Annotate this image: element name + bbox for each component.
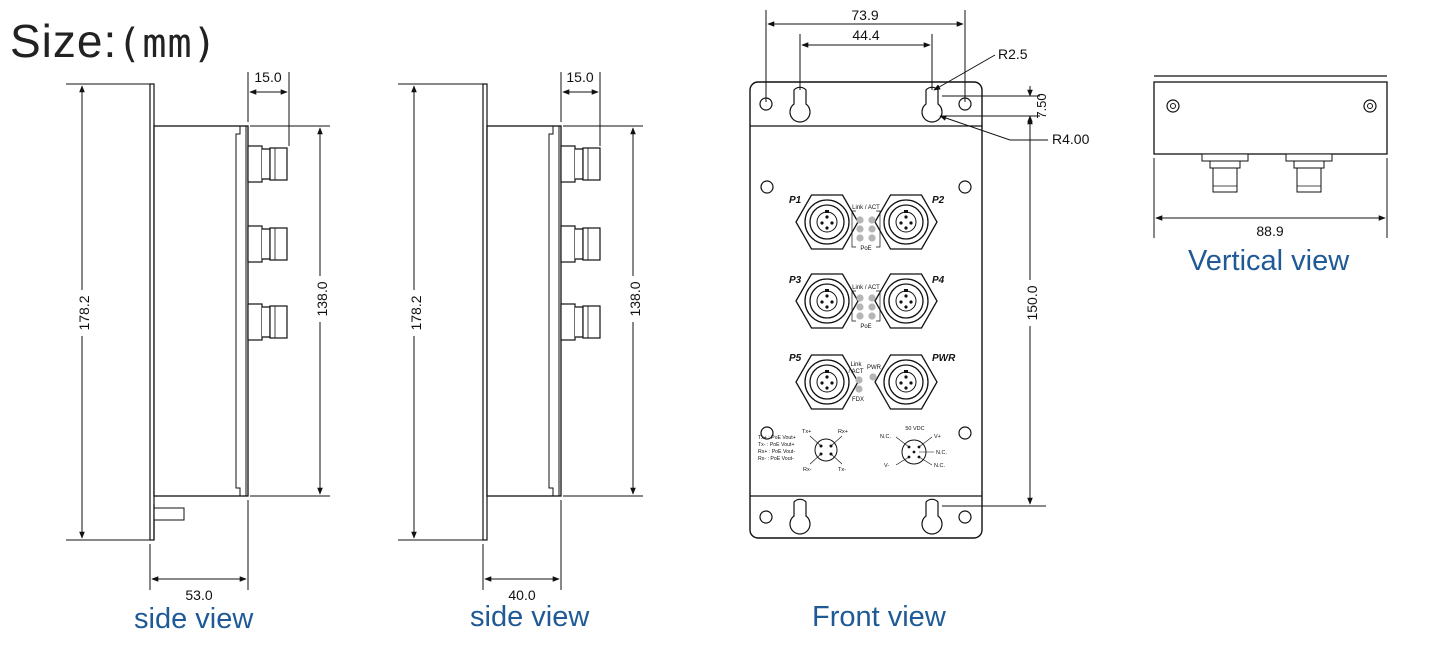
dim-side1-inner-height: 138.0 (314, 281, 330, 316)
led-label-act: / ACT (848, 369, 863, 375)
led-label-fdx: FDX (852, 397, 864, 403)
pin-power-nc-2: N.C. (936, 450, 947, 456)
pin-power-v-minus: V- (884, 463, 889, 469)
pin-data-tx-plus: Tx+ (802, 429, 811, 435)
port-label-p1: P1 (789, 195, 802, 206)
pin-data-rx-plus: Rx+ (838, 429, 848, 435)
pin-power-nc-1: N.C. (880, 434, 891, 440)
pin-legend-4: Rx- : PoE Vout- (758, 456, 794, 462)
side-view-2: 178.2 138.0 15.0 40.0 (398, 69, 643, 603)
dim-vertical-width: 88.9 (1256, 223, 1283, 239)
front-view-caption: Front view (812, 601, 946, 633)
led-label-link-act-2: Link / ACT (852, 285, 880, 291)
dim-side2-depth: 40.0 (508, 587, 535, 603)
port-label-p2: P2 (932, 195, 945, 206)
pin-legend-1: Tx+ : PoE Vout+ (758, 435, 796, 441)
port-label-pwr: PWR (932, 353, 956, 364)
dim-side1-connector: 15.0 (254, 69, 281, 85)
dim-side1-total-height: 178.2 (76, 295, 92, 330)
dim-side2-total-height: 178.2 (408, 295, 424, 330)
page-title: Size:(mm) (10, 15, 218, 67)
pin-power-v-plus: V+ (934, 434, 941, 440)
pin-data-rx-minus: Rx- (803, 467, 812, 473)
pin-legend-2: Tx- : PoE Vout+ (758, 442, 794, 448)
power-voltage-label: 50 VDC (905, 426, 924, 432)
port-label-p3: P3 (789, 275, 802, 286)
pin-data-tx-minus: Tx- (838, 467, 846, 473)
led-label-poe-1: PoE (860, 246, 871, 252)
dim-front-offset: 7.50 (1034, 93, 1049, 118)
led-label-link: Link (850, 362, 862, 368)
dim-front-radius-large: R4.00 (1052, 131, 1090, 147)
side-view-caption-2: side view (470, 601, 590, 633)
front-view: P1 P2 P3 P4 P5 PWR Link / ACT PoE Link /… (749, 7, 1090, 539)
dim-front-hole-spacing: 44.4 (852, 27, 879, 43)
dim-side2-connector: 15.0 (566, 69, 593, 85)
dim-front-total-width: 73.9 (851, 7, 878, 23)
port-label-p4: P4 (932, 275, 945, 286)
dim-front-radius-small: R2.5 (998, 46, 1028, 62)
vertical-view-caption: Vertical view (1188, 245, 1350, 277)
dim-front-hole-vertical: 150.0 (1024, 285, 1040, 320)
side-view-caption-1: side view (134, 603, 254, 635)
dim-side1-depth: 53.0 (185, 587, 212, 603)
pin-legend-3: Rx+ : PoE Vout- (758, 449, 795, 455)
led-label-poe-2: PoE (860, 324, 871, 330)
pin-power-nc-3: N.C. (934, 463, 945, 469)
vertical-view: 88.9 (1153, 75, 1388, 239)
side-view-1: 178.2 138.0 15.0 53.0 (66, 69, 330, 603)
led-label-link-act-1: Link / ACT (852, 205, 880, 211)
led-label-pwr: PWR (867, 365, 882, 371)
dim-side2-inner-height: 138.0 (627, 281, 643, 316)
port-label-p5: P5 (789, 353, 802, 364)
